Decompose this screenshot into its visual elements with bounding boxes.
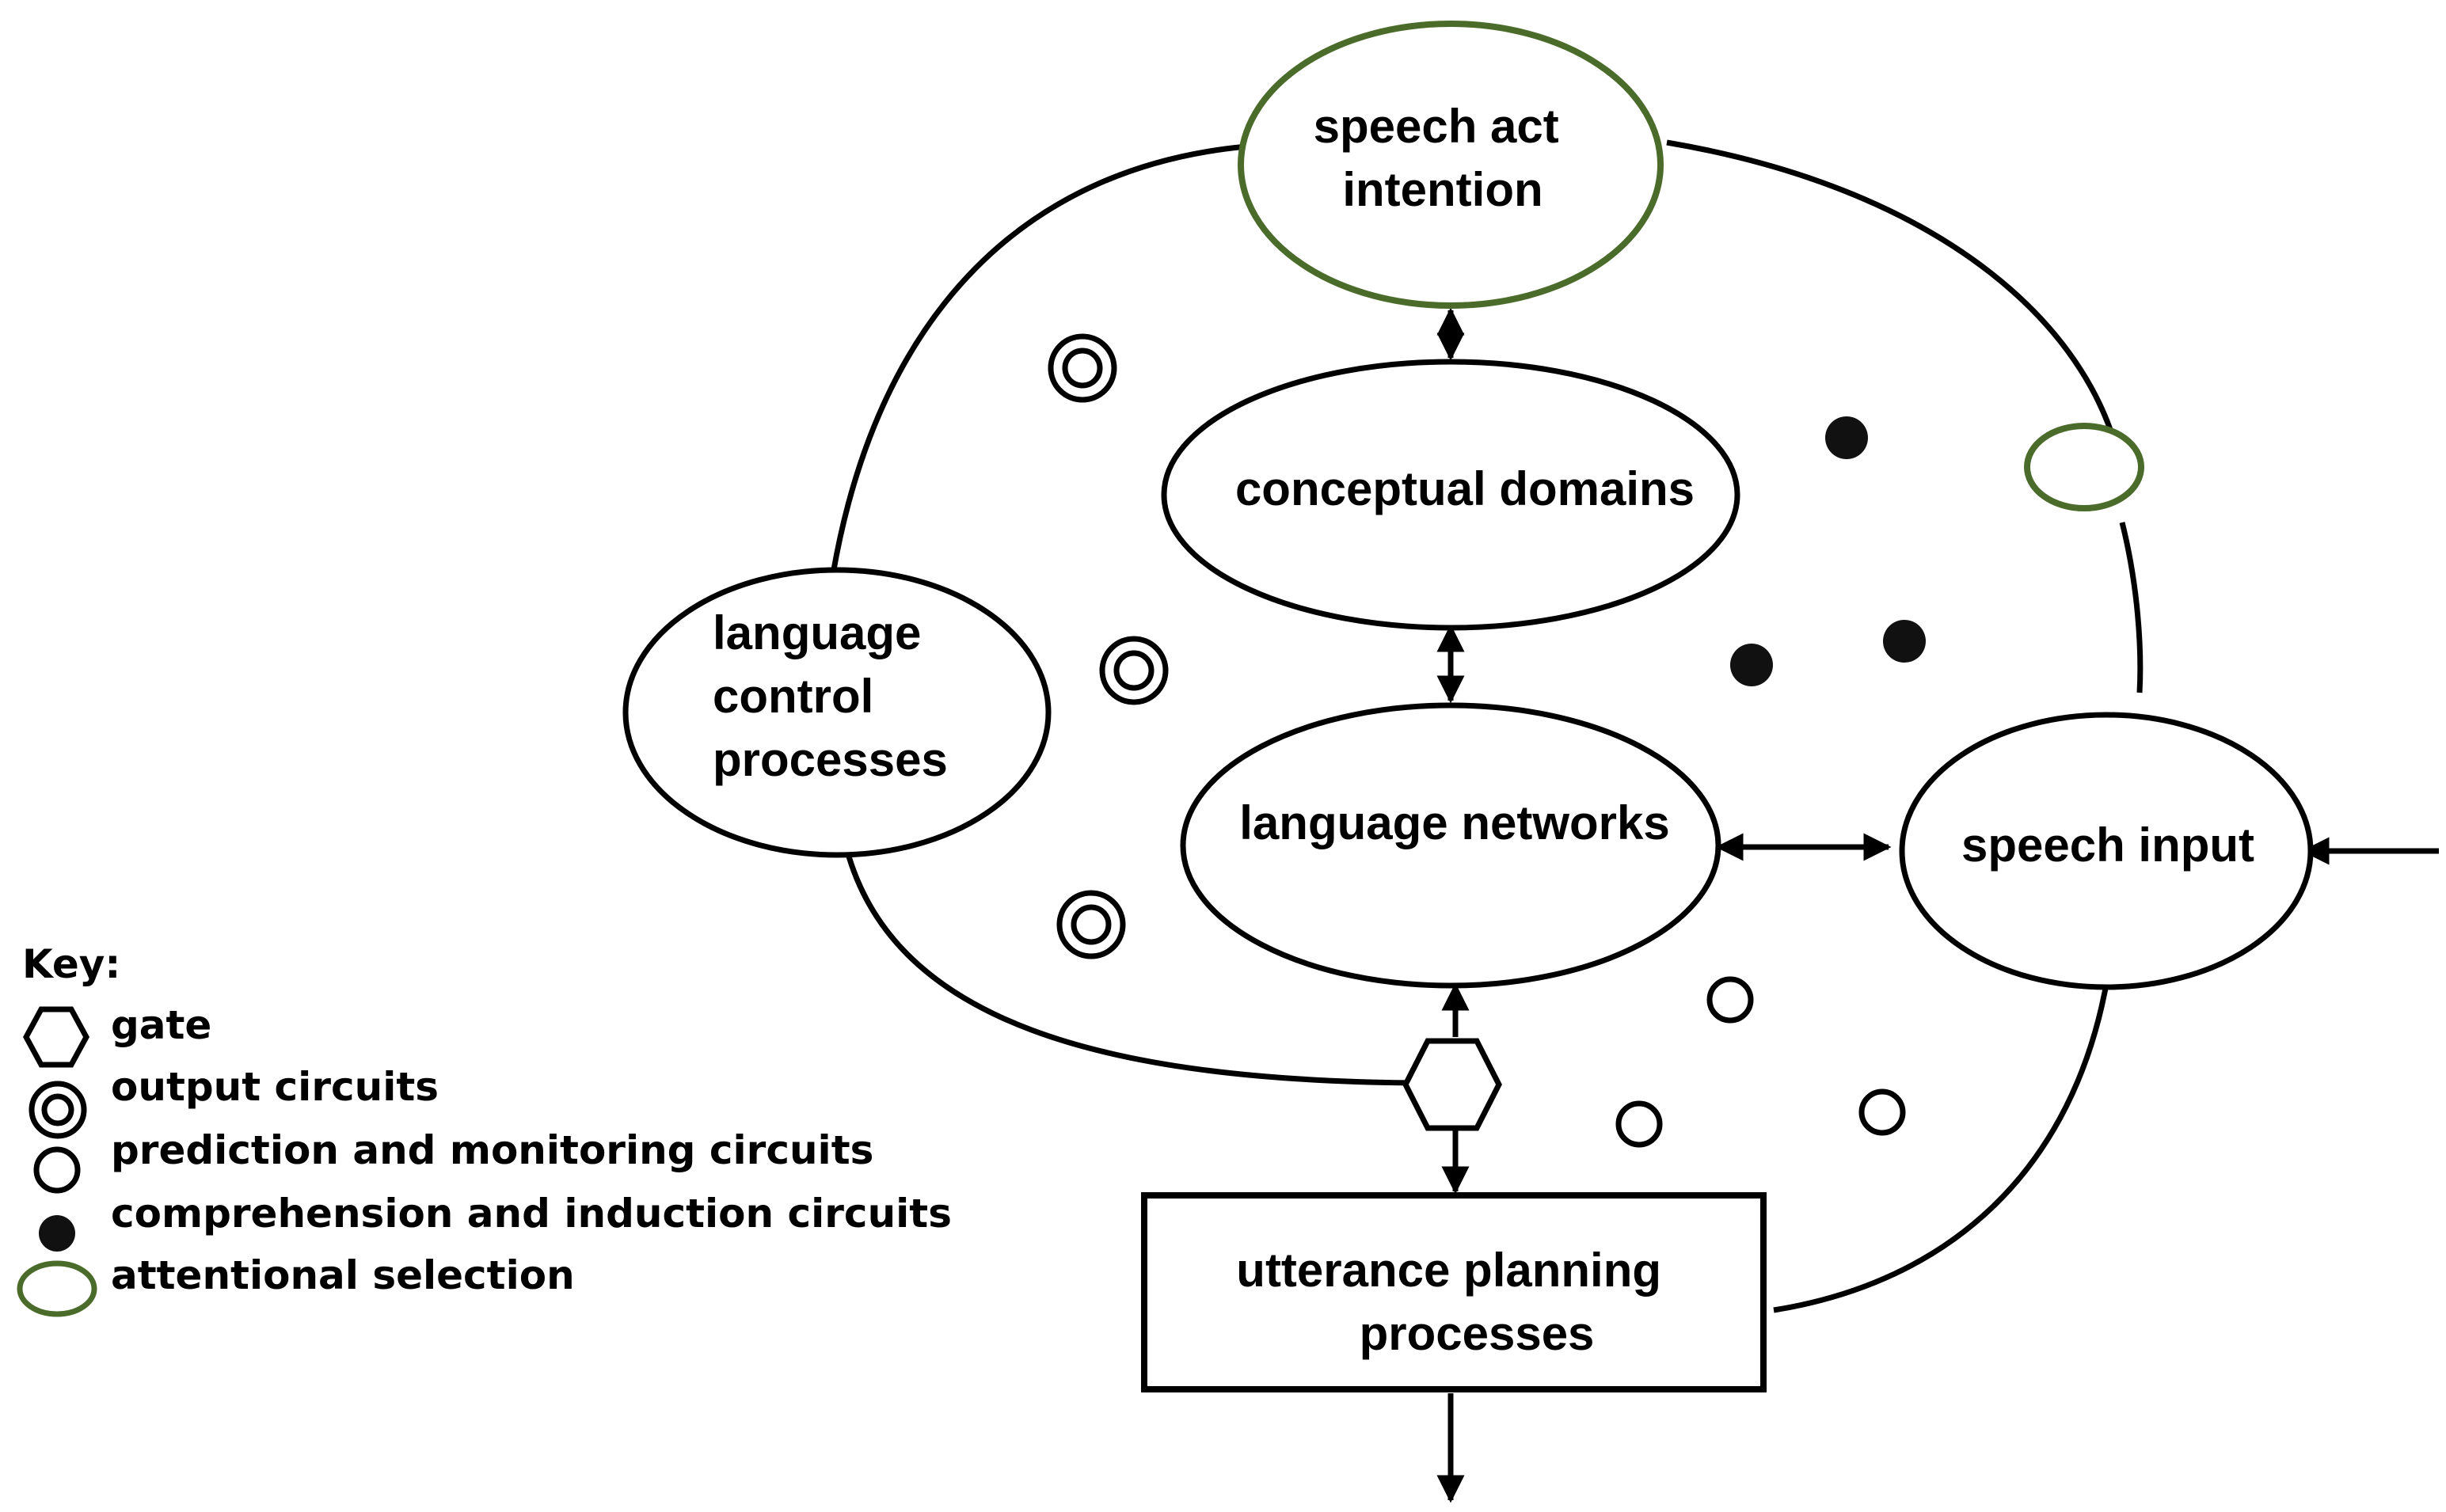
legend-label-comprehension: comprehension and induction circuits [111,1191,952,1237]
legend-label-output: output circuits [111,1064,439,1110]
comprehension-circuit-icon [39,1215,75,1252]
outer-loop-arc-bottom-right [1773,974,2111,1313]
speech-input-label: speech input [1961,819,2254,872]
svg-text:language control p: language control processes [713,606,948,786]
output-circuit-1 [1048,333,1117,403]
outer-loop-arc-right [2119,522,2144,693]
gate-hexagon [1402,1038,1502,1131]
comprehension-circuit-2 [1730,644,1773,686]
output-circuit-2 [1099,636,1169,705]
legend-label-gate: gate [111,1002,211,1048]
prediction-circuit-1 [1706,976,1754,1024]
attentional-selection-marker [2024,423,2144,511]
svg-text:speech input: speech input [1961,819,2254,872]
svg-text:speech act intention: speech act intention [1314,100,1573,216]
legend-label-prediction: prediction and monitoring circuits [111,1127,873,1173]
speech-act-intention-line-1: speech act [1314,100,1559,153]
language-control-line-1: language [713,606,921,659]
comprehension-circuit-3 [1883,620,1926,663]
comprehension-circuit-1 [1825,416,1868,459]
utterance-planning-line-1: utterance planning [1236,1244,1661,1297]
node-utterance-planning-processes: utterance planning processes [1141,1192,1767,1392]
output-circuit-3 [1056,890,1126,959]
outer-loop-arc-bottom-left [844,850,1418,1086]
conceptual-domains-label: conceptual domains [1235,462,1695,515]
outer-loop-arc-top-left [830,143,1248,575]
svg-text:utterance planning proce: utterance planning processes [1236,1244,1674,1360]
svg-text:conceptual domains: conceptual domains [1235,462,1695,515]
node-speech-act-intention: speech act intention [1238,21,1664,309]
node-language-networks: language networks [1180,702,1721,989]
node-conceptual-domains: conceptual domains [1161,359,1740,631]
speech-act-intention-line-2: intention [1342,163,1543,216]
utterance-planning-line-2: processes [1360,1307,1595,1360]
attentional-selection-icon [17,1260,97,1317]
node-speech-input: speech input [1899,712,2314,990]
gate-hexagon-icon [23,1006,89,1068]
legend-title: Key: [22,941,120,987]
output-circuit-icon [29,1081,87,1139]
outer-loop-arc-top-right [1666,139,2125,476]
language-networks-label: language networks [1239,796,1669,849]
prediction-circuit-3 [1858,1088,1906,1136]
svg-text:language networks: language networks [1239,796,1669,849]
legend-label-attentional: attentional selection [111,1252,575,1298]
prediction-circuit-icon [33,1146,81,1194]
prediction-circuit-2 [1615,1100,1663,1148]
language-control-line-3: processes [713,733,948,786]
legend: Key: gate output circuits prediction and… [17,941,952,1317]
language-control-line-2: control [713,670,873,723]
node-language-control-processes: language control processes [622,567,1052,858]
